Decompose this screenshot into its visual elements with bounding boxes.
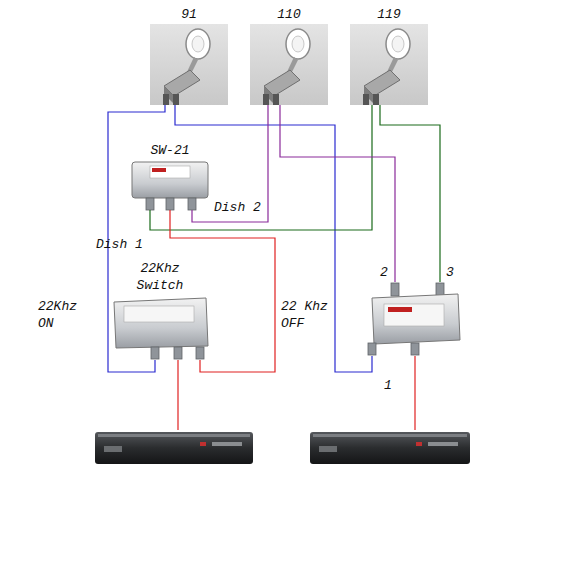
cable-label: 2 (380, 264, 388, 281)
cable (150, 105, 372, 230)
cable (192, 105, 268, 222)
cable (177, 360, 178, 430)
dish-panel: 91 (150, 6, 228, 105)
cable (170, 210, 275, 372)
node-heading: 22Khz Switch (129, 260, 191, 294)
node-heading: SW-21 (128, 142, 212, 159)
tone-switch: 22Khz Switch (110, 260, 210, 360)
cable (280, 105, 395, 282)
dish-panel: 119 (350, 6, 428, 105)
cable-label: 22 Khz OFF (281, 298, 331, 332)
cable-label: Dish 2 (214, 199, 261, 216)
cable-label: 1 (384, 377, 392, 394)
cable-label: Dish 1 (96, 236, 143, 253)
node-heading: 110 (250, 6, 328, 23)
receiver (95, 430, 253, 466)
dish-panel: 110 (250, 6, 328, 105)
node-heading: 91 (150, 6, 228, 23)
node-heading: 119 (350, 6, 428, 23)
diseqc-switch (368, 282, 462, 356)
cable (380, 105, 440, 282)
multiswitch: SW-21 (128, 142, 212, 210)
receiver (310, 430, 470, 466)
cable-label: 22Khz ON (38, 298, 94, 332)
cable-label: 3 (446, 264, 454, 281)
cable (414, 356, 415, 430)
